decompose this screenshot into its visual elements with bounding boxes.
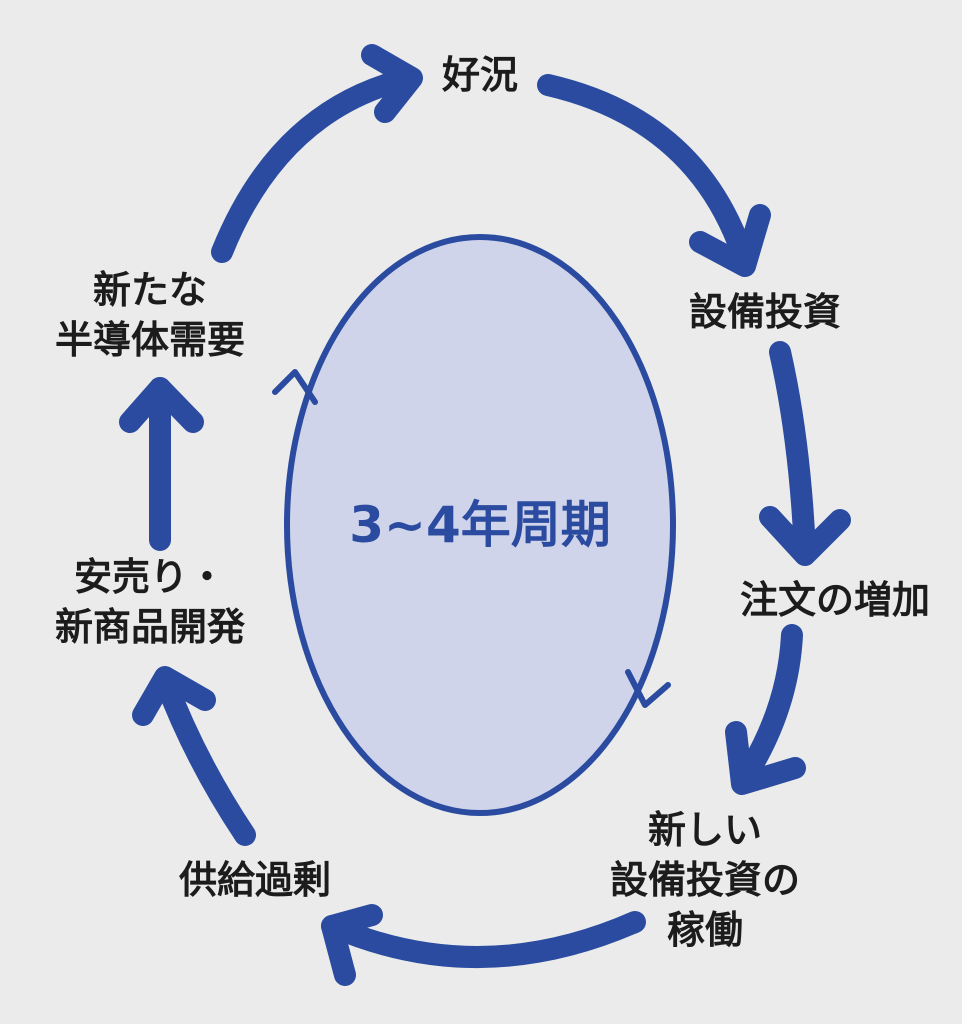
stage-text: 好況	[441, 53, 519, 97]
arrow-capex-to-orders	[759, 341, 851, 566]
stage-text: 安売り・	[73, 555, 227, 599]
stage-orders: 注文の増加	[740, 575, 930, 625]
stage-boom: 好況	[442, 50, 518, 100]
arrow-oversupply-to-discount	[132, 666, 256, 846]
stage-text: 新商品開発	[54, 605, 246, 649]
stage-discount: 安売り・ 新商品開発	[55, 552, 245, 652]
stage-text: 半導体需要	[54, 318, 246, 362]
cycle-ellipse	[284, 234, 676, 816]
stage-oversupply: 供給過剰	[179, 855, 331, 905]
stage-text: 新たな	[92, 268, 208, 312]
arrow-boom-to-capex	[537, 74, 771, 277]
ellipse-arrowhead-up	[272, 369, 318, 405]
ellipse-arrowhead-down	[625, 669, 671, 708]
arrow-orders-to-capacity	[725, 624, 806, 795]
stage-text: 設備投資の	[609, 858, 801, 902]
arrow-capacity-to-oversupply	[321, 904, 646, 986]
stage-capex: 設備投資	[689, 287, 841, 337]
stage-text: 稼働	[666, 908, 744, 952]
stage-text: 新しい	[647, 808, 763, 852]
stage-new-capacity: 新しい 設備投資の 稼働	[610, 805, 800, 955]
stage-text: 設備投資	[688, 290, 842, 334]
stage-text: 注文の増加	[739, 578, 931, 622]
stage-new-demand: 新たな 半導体需要	[55, 265, 245, 365]
cycle-period-label: 3~4年周期	[349, 496, 611, 554]
arrow-demand-to-boom	[211, 44, 423, 263]
arrow-discount-to-demand	[119, 377, 204, 551]
stage-text: 供給過剰	[178, 858, 332, 902]
